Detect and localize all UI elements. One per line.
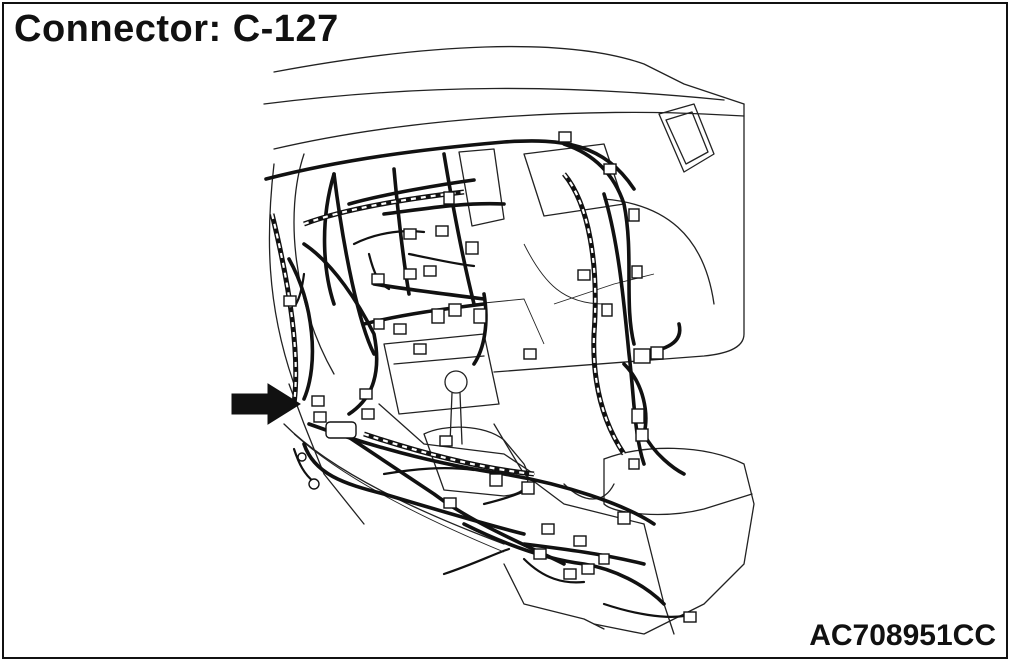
arrow-right-icon	[231, 383, 301, 425]
figure-code: AC708951CC	[809, 619, 996, 652]
page-title: Connector: C-127	[14, 8, 339, 50]
dashboard-outline	[263, 45, 755, 635]
connectors	[283, 131, 697, 623]
harness-illustration	[231, 45, 755, 635]
wiring-harness	[264, 139, 686, 618]
